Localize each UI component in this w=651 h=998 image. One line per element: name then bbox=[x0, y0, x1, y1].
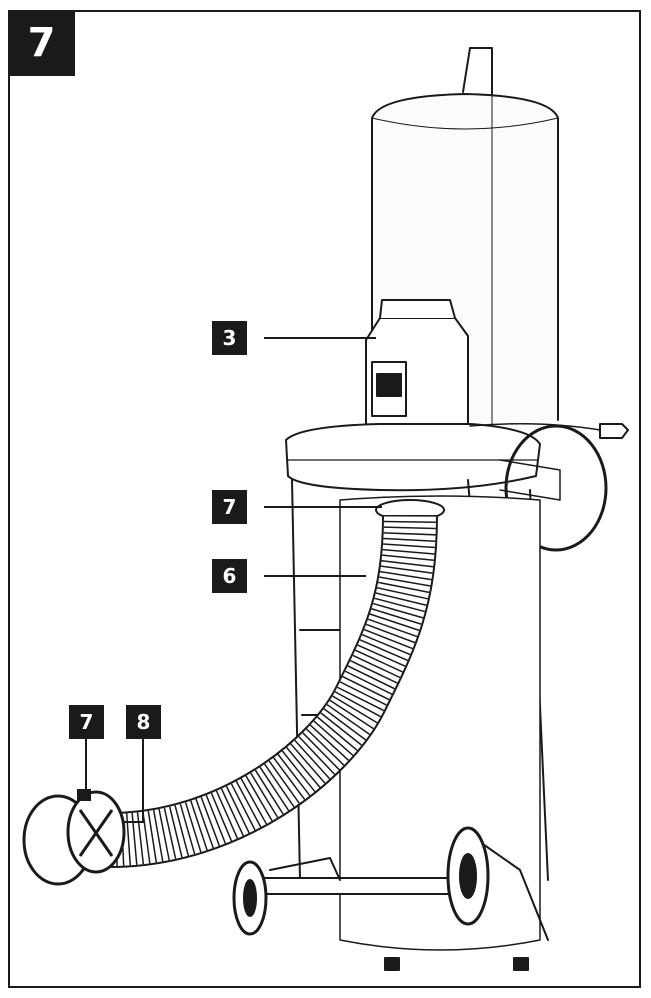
hose-hanger bbox=[504, 424, 608, 552]
callout-3: 3 bbox=[212, 321, 247, 355]
callout-7-left: 7 bbox=[69, 705, 104, 739]
flexible-hose bbox=[109, 514, 438, 868]
figure-number-badge: 7 bbox=[8, 10, 75, 76]
callout-6: 6 bbox=[212, 559, 247, 593]
leader-8 bbox=[122, 738, 144, 823]
cyclone-head bbox=[285, 423, 541, 492]
callout-7-top: 7 bbox=[212, 490, 247, 524]
callout-8: 8 bbox=[126, 705, 161, 739]
axle bbox=[247, 877, 471, 895]
power-cord bbox=[469, 423, 601, 431]
bag-hanger bbox=[462, 47, 493, 97]
plug bbox=[599, 423, 629, 439]
